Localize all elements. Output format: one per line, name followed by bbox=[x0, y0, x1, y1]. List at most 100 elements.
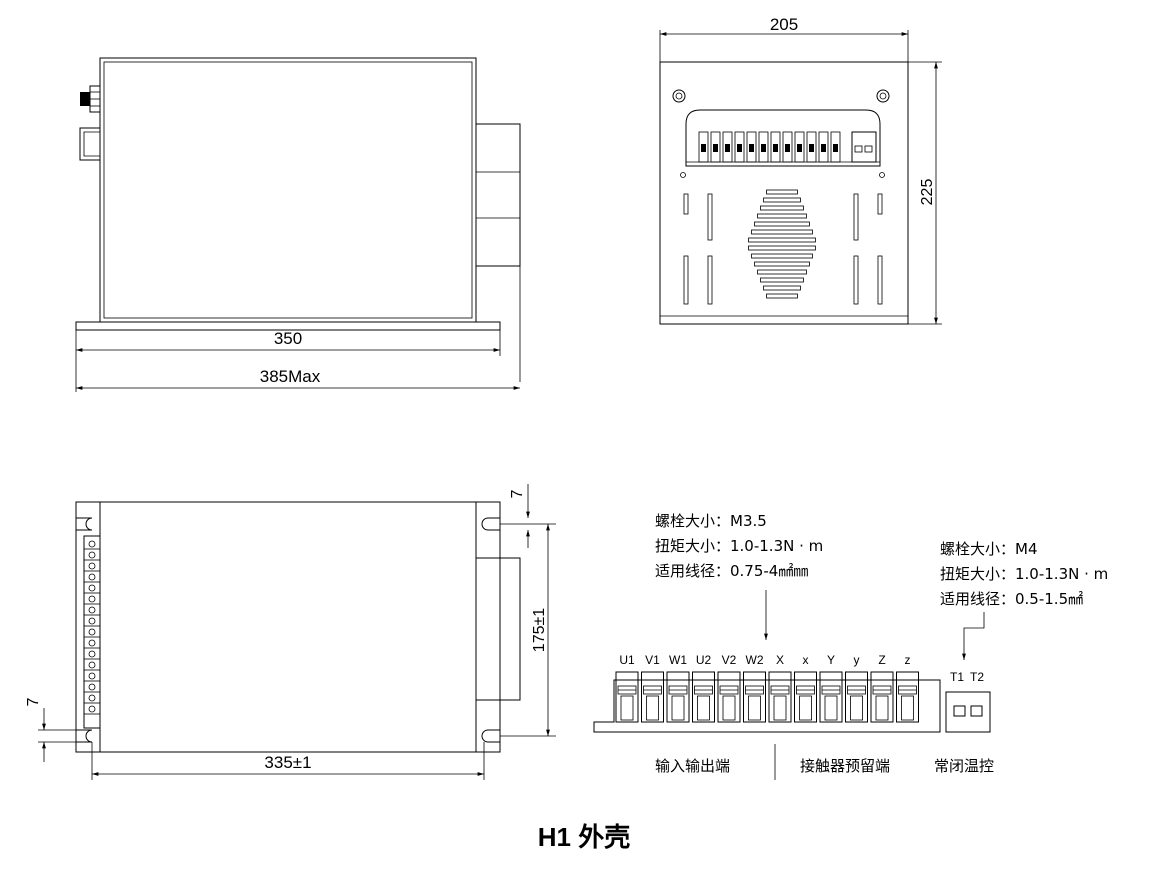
thermo-wire-spec: 适用线径：0.5-1.5㎟ bbox=[940, 590, 1083, 608]
terminal-label: y bbox=[854, 653, 860, 667]
front-terminal bbox=[818, 131, 829, 163]
terminal-label: U2 bbox=[696, 653, 712, 667]
front-terminal-screw bbox=[761, 144, 766, 152]
front-terminal-window bbox=[685, 109, 881, 167]
vent-slot bbox=[683, 193, 689, 215]
terminal-label: X bbox=[776, 653, 784, 667]
fan-grille-bar bbox=[757, 213, 807, 219]
top-terminal-strip bbox=[83, 535, 101, 729]
terminal-label: Y bbox=[827, 653, 835, 667]
fan-grille-bar bbox=[754, 221, 810, 227]
terminal-block bbox=[692, 671, 715, 723]
front-terminal bbox=[722, 131, 733, 163]
side-base-plate bbox=[75, 321, 501, 331]
page-title: H1 外壳 bbox=[538, 822, 630, 852]
strip-terminal-screw bbox=[88, 551, 96, 559]
group-label-thermo: 常闭温控 bbox=[934, 757, 994, 775]
terminal-block bbox=[641, 671, 664, 723]
strip-terminal-screw bbox=[88, 639, 96, 647]
front-terminal-screw bbox=[749, 144, 754, 152]
main-wire-spec: 适用线径：0.75-4㎟㎜ bbox=[655, 562, 808, 580]
dimension-205-label: 205 bbox=[770, 15, 798, 34]
ground-bolt-icon bbox=[80, 85, 101, 113]
terminal-block bbox=[819, 671, 843, 723]
strip-terminal-screw bbox=[88, 573, 96, 581]
strip-terminal-screw bbox=[88, 540, 96, 548]
strip-terminal-screw bbox=[88, 584, 96, 592]
terminal-block bbox=[794, 671, 817, 723]
terminal-block bbox=[896, 671, 919, 723]
front-terminal-screw bbox=[737, 144, 742, 152]
front-terminal bbox=[710, 131, 721, 163]
front-terminal bbox=[698, 131, 709, 163]
front-terminal bbox=[782, 131, 793, 163]
group-label-io: 输入输出端 bbox=[655, 757, 730, 775]
front-terminal-strip bbox=[698, 131, 841, 163]
thermo-torque-spec: 扭矩大小：1.0-1.3N · m bbox=[940, 565, 1108, 583]
fan-grille-bar bbox=[748, 237, 816, 243]
front-terminal-screw bbox=[725, 144, 730, 152]
slot-7-label-left: 7 bbox=[25, 697, 42, 706]
main-torque-spec: 扭矩大小：1.0-1.3N · m bbox=[655, 537, 823, 555]
top-terminal-block bbox=[475, 557, 521, 701]
terminal-block bbox=[666, 671, 690, 723]
terminal-label: W1 bbox=[669, 653, 687, 667]
strip-terminal-screw bbox=[88, 672, 96, 680]
vent-slot bbox=[707, 255, 713, 305]
terminal-label: U1 bbox=[619, 653, 635, 667]
fan-grille-bar bbox=[748, 245, 816, 251]
mounting-slot bbox=[76, 729, 93, 743]
side-handle bbox=[79, 127, 100, 161]
vent-slot bbox=[877, 193, 883, 215]
side-terminal-block bbox=[475, 123, 521, 267]
fan-grille-bar bbox=[754, 261, 810, 267]
strip-terminal-screw bbox=[88, 694, 96, 702]
dimension-350-label: 350 bbox=[274, 329, 302, 348]
terminal-detail: 螺栓大小：M3.5 扭矩大小：1.0-1.3N · m 适用线径：0.75-4㎟… bbox=[593, 512, 1108, 780]
strip-terminal-screw bbox=[88, 628, 96, 636]
vent-slot bbox=[853, 255, 859, 305]
strip-terminal-screw bbox=[88, 661, 96, 669]
terminal-block bbox=[743, 671, 766, 723]
front-vent-grille bbox=[683, 189, 883, 305]
terminal-block bbox=[870, 671, 894, 723]
terminal-label: V2 bbox=[722, 653, 737, 667]
vent-slot bbox=[853, 193, 859, 241]
fan-grille-bar bbox=[763, 197, 801, 203]
front-terminal-screw bbox=[773, 144, 778, 152]
group-label-contactor: 接触器预留端 bbox=[800, 757, 890, 775]
terminal-label: Z bbox=[878, 653, 885, 667]
top-base-plate bbox=[75, 501, 501, 753]
vent-slot bbox=[707, 193, 713, 241]
fan-grille-bar bbox=[760, 277, 804, 283]
front-terminal-screw bbox=[797, 144, 802, 152]
front-terminal bbox=[746, 131, 757, 163]
dimension-225-label: 225 bbox=[919, 179, 936, 206]
dimension-385max-label: 385Max bbox=[260, 367, 321, 386]
vent-slot bbox=[877, 255, 883, 305]
fan-grille-bar bbox=[766, 293, 798, 299]
mounting-slot bbox=[481, 517, 500, 531]
main-bolt-spec: 螺栓大小：M3.5 bbox=[655, 512, 767, 530]
terminal-block bbox=[768, 671, 792, 723]
mounting-slot bbox=[76, 517, 93, 531]
thermo-spec-arrow bbox=[962, 612, 985, 660]
strip-terminal-screw bbox=[88, 650, 96, 658]
fan-grille-bar bbox=[751, 229, 813, 235]
thermo-terminal-label: T1 bbox=[950, 670, 964, 684]
front-terminal-screw bbox=[701, 144, 706, 152]
front-terminal-screw bbox=[833, 144, 838, 152]
thermo-terminal-label: T2 bbox=[970, 670, 984, 684]
front-view: 205 225 bbox=[659, 15, 942, 325]
front-terminal bbox=[734, 131, 745, 163]
fan-grille-bar bbox=[760, 205, 804, 211]
front-terminal bbox=[830, 131, 841, 163]
front-terminal bbox=[770, 131, 781, 163]
fan-grille-bar bbox=[751, 253, 813, 259]
front-thermo-block bbox=[851, 131, 877, 163]
top-view: 175±1 7 7 335±1 bbox=[25, 484, 556, 780]
terminal-rail bbox=[593, 679, 941, 733]
strip-terminal-screw bbox=[88, 683, 96, 691]
front-terminal-screw bbox=[785, 144, 790, 152]
